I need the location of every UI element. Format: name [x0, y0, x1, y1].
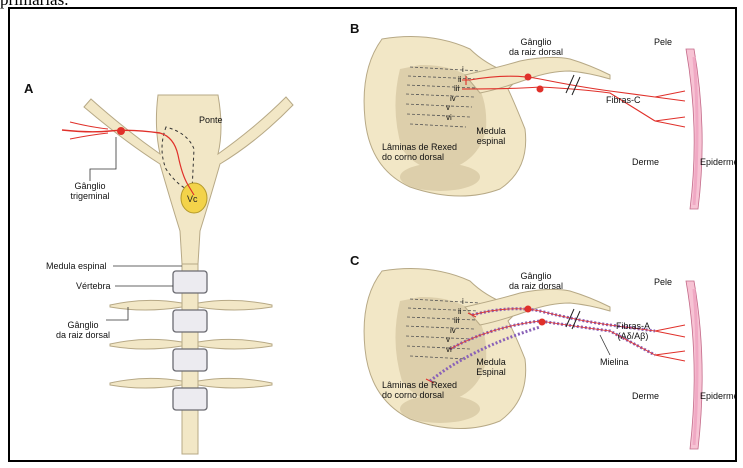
neuroanatomy-illustration — [10, 9, 737, 462]
brainstem — [84, 95, 293, 264]
label-drg-c: Gânglio da raiz dorsal — [500, 271, 572, 291]
panel-label-b: B — [350, 21, 359, 36]
label-epidermis-b: Epiderme — [700, 157, 737, 167]
panel-label-c: C — [350, 253, 359, 268]
laminae-numerals-b: i ii iii iv v vi — [446, 65, 464, 122]
label-vc: Vc — [187, 194, 198, 204]
label-spinal-cord-b: Medula espinal — [466, 126, 516, 146]
label-rexed-b: Lâminas de Rexed do corno dorsal — [382, 142, 457, 162]
label-skin-c: Pele — [654, 277, 672, 287]
label-myelin: Mielina — [600, 357, 629, 367]
label-drg-a: Gânglio da raiz dorsal — [48, 320, 118, 340]
label-trigeminal-ganglion: Gânglio trigeminal — [60, 181, 120, 201]
panel-b-drawing — [364, 37, 702, 209]
trigeminal-nerve — [62, 130, 160, 133]
label-spinal-cord-c: Medula Espinal — [466, 357, 516, 377]
drg-cell-c2 — [539, 319, 546, 326]
figure-frame: A B C Ponte Vc Gânglio trigeminal Medula… — [8, 7, 737, 462]
label-vertebra: Vértebra — [76, 281, 111, 291]
label-c-fibers: Fibras-C — [606, 95, 641, 105]
drg-cell-c1 — [525, 306, 532, 313]
label-drg-b: Gânglio da raiz dorsal — [500, 37, 572, 57]
label-spinal-cord-a: Medula espinal — [46, 261, 107, 271]
label-dermis-b: Derme — [632, 157, 659, 167]
drg-cell-b1 — [525, 74, 532, 81]
panel-label-a: A — [24, 81, 33, 96]
label-epidermis-c: Epiderme — [700, 391, 737, 401]
label-rexed-c: Lâminas de Rexed do corno dorsal — [382, 380, 457, 400]
laminae-numerals-c: i ii iii iv v vi — [446, 297, 464, 354]
label-dermis-c: Derme — [632, 391, 659, 401]
label-pons: Ponte — [199, 115, 223, 125]
panel-a-drawing — [62, 95, 293, 454]
label-a-fibers: Fibras-A (Aδ/Aβ) — [608, 321, 658, 341]
panel-c-drawing — [364, 269, 702, 449]
label-skin-b: Pele — [654, 37, 672, 47]
trigeminal-ganglion-cell — [117, 127, 125, 135]
drg-cell-b2 — [537, 86, 544, 93]
